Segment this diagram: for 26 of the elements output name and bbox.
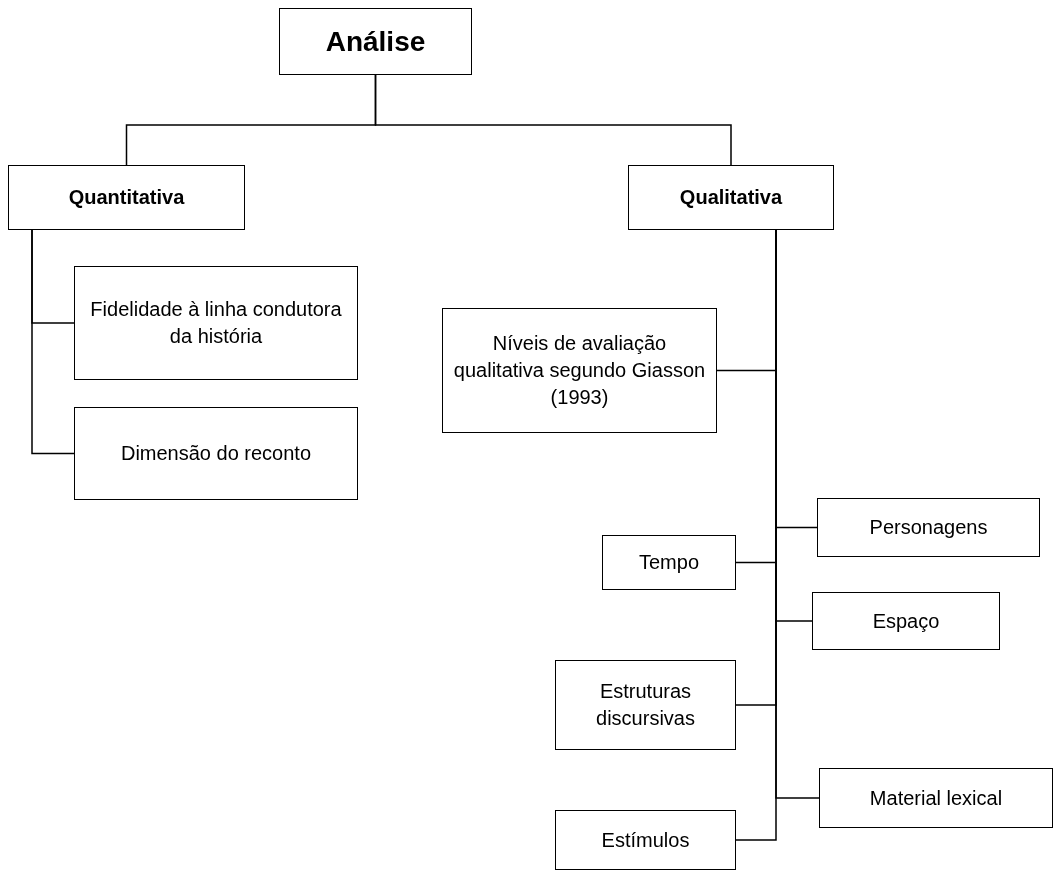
category-box [74, 407, 358, 500]
category-box [74, 266, 358, 380]
category-heading: Qualitativa [679, 185, 783, 210]
category-box [555, 660, 736, 750]
category-box [279, 8, 472, 75]
category-box [817, 498, 1040, 557]
category-box [8, 165, 245, 230]
category-label: Níveis de avaliação qualitativa segundo Giasson (1993) [452, 331, 707, 410]
category-label: Tempo [639, 550, 699, 575]
category-label: Estruturas discursivas [595, 679, 696, 731]
category-box [555, 810, 736, 870]
category-heading: Análise [325, 24, 426, 59]
category-label: Espaço [872, 608, 940, 634]
category-label: Dimensão do reconto [120, 441, 312, 466]
connector-line [31, 229, 75, 455]
category-box [442, 308, 717, 433]
category-box [628, 165, 834, 230]
category-label: Material lexical [869, 785, 1003, 811]
category-box [812, 592, 1000, 650]
category-label: Estímulos [601, 827, 690, 853]
category-box [819, 768, 1053, 828]
connector-line [374, 74, 732, 166]
category-label: Personagens [869, 515, 988, 540]
category-box [602, 535, 736, 590]
category-heading: Quantitativa [68, 185, 185, 210]
category-label: Fidelidade à linha condutora da história [89, 297, 343, 349]
